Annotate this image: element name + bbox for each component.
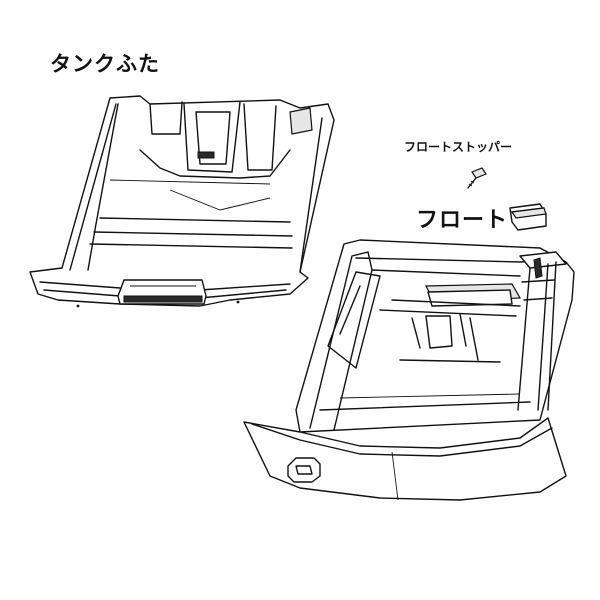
tank-body-drawing xyxy=(243,239,575,501)
float-drawing xyxy=(509,203,547,231)
tank-lid-label: タンクふた xyxy=(50,52,160,76)
float-label: フロート xyxy=(416,208,509,233)
float-stopper-label: フロートストッパー xyxy=(404,140,513,154)
tank-lid-drawing xyxy=(29,95,335,308)
float-stopper-drawing xyxy=(467,167,487,189)
